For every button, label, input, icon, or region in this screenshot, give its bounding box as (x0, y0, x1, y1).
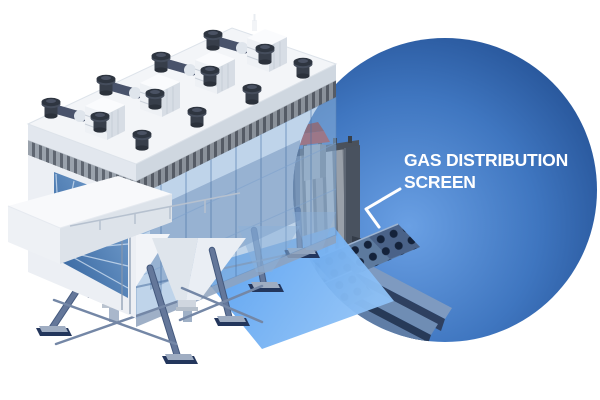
transformer-rectifier-units (42, 14, 288, 140)
callout-pointer-line (364, 187, 402, 229)
callout-label-line1: GAS DISTRIBUTION (404, 150, 569, 170)
callout-label-line2: SCREEN (404, 172, 476, 192)
rear-hopper (292, 212, 336, 250)
support-structure-front (36, 246, 264, 364)
callout-label: GAS DISTRIBUTION SCREEN (404, 149, 589, 193)
precipitator-machine (7, 14, 394, 364)
rear-hopper (238, 226, 300, 272)
walkway-railing (69, 192, 241, 230)
